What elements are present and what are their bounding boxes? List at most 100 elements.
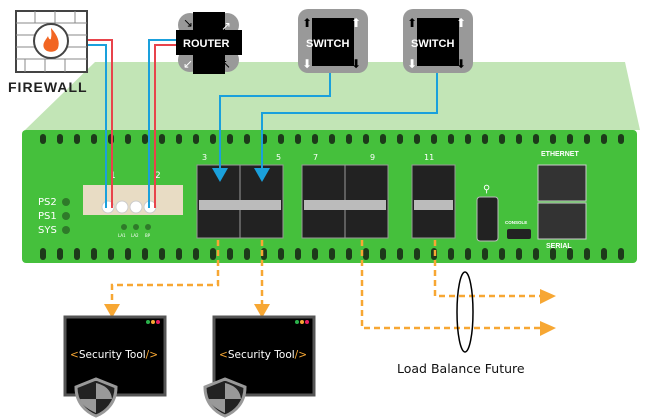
svg-text:↗: ↗: [221, 19, 231, 33]
vent-slot: [499, 248, 505, 260]
vent-slot: [57, 134, 63, 144]
port-number-11: 11: [424, 153, 434, 162]
vent-slot: [278, 134, 284, 144]
svg-text:⬇: ⬇: [407, 57, 417, 71]
monitor-arrows: [104, 289, 556, 336]
port-number-2: 2: [155, 171, 161, 181]
vent-slot: [448, 248, 454, 260]
vent-slot: [516, 248, 522, 260]
vent-slot: [618, 134, 624, 144]
led-label-la1: LA1: [118, 233, 126, 238]
vent-slot: [601, 248, 607, 260]
vent-slot: [346, 134, 352, 144]
vent-slot: [57, 248, 63, 260]
vent-slot: [431, 134, 437, 144]
security-tool-1-label: Security Tool: [79, 349, 146, 361]
router-icon: ↘↗ ↙↖ ROUTER: [176, 12, 242, 74]
vent-slot: [448, 134, 454, 144]
usb-icon: ⚲: [483, 184, 490, 195]
svg-text:<Security Tool/>: <Security Tool/>: [219, 349, 307, 361]
firewall-label: FIREWALL: [8, 79, 88, 95]
vent-slot: [329, 248, 335, 260]
vent-slot: [550, 134, 556, 144]
vent-slot: [397, 134, 403, 144]
port-number-3: 3: [202, 153, 207, 162]
svg-text:↙: ↙: [183, 57, 193, 71]
vent-slot: [533, 134, 539, 144]
chassis-top: [25, 62, 640, 130]
vent-slot: [516, 134, 522, 144]
vent-slot: [312, 134, 318, 144]
vent-slot: [312, 248, 318, 260]
security-tool-2: <Security Tool/>: [203, 315, 316, 418]
status-leds: PS2 PS1 SYS: [38, 197, 70, 236]
vent-slot: [176, 134, 182, 144]
vent-slot: [601, 134, 607, 144]
serial-port: [537, 202, 587, 240]
vent-slot: [159, 248, 165, 260]
led-label-sys: SYS: [38, 225, 57, 236]
ethernet-label: ETHERNET: [541, 151, 579, 158]
vent-slot: [584, 248, 590, 260]
switch-1-label: SWITCH: [306, 38, 349, 50]
port-number-7: 7: [313, 153, 318, 162]
vent-slot: [142, 134, 148, 144]
svg-text:<Security Tool/>: <Security Tool/>: [70, 349, 158, 361]
vent-slot: [295, 248, 301, 260]
svg-text:⬆: ⬆: [351, 16, 361, 30]
svg-text:⬇: ⬇: [351, 57, 361, 71]
vent-slot: [567, 248, 573, 260]
arrow-to-port-5: [254, 168, 270, 182]
security-tool-1: <Security Tool/>: [63, 315, 167, 418]
svg-text:⬆: ⬆: [407, 16, 417, 30]
led-label-ps2: PS2: [38, 197, 57, 208]
vent-slot: [465, 248, 471, 260]
vent-slot: [142, 248, 148, 260]
vent-slot: [397, 248, 403, 260]
vent-slot: [346, 248, 352, 260]
vent-slot: [210, 134, 216, 144]
svg-text:⬆: ⬆: [302, 16, 312, 30]
switch-2-icon: ⬆⬆ ⬇⬇ SWITCH: [403, 9, 473, 73]
vent-slot: [550, 248, 556, 260]
vent-slot: [91, 134, 97, 144]
vent-slot: [74, 134, 80, 144]
vent-slot: [193, 248, 199, 260]
vent-slot: [584, 134, 590, 144]
vent-slot: [278, 248, 284, 260]
copper-cables: [88, 39, 438, 208]
vent-slot: [176, 248, 182, 260]
vent-slot: [108, 248, 114, 260]
console-port: [507, 229, 531, 239]
load-balance-label: Load Balance Future: [397, 361, 525, 376]
port-number-9: 9: [370, 153, 375, 162]
led-sys: [62, 226, 70, 234]
ethernet-port: [537, 164, 587, 202]
vent-slot: [618, 248, 624, 260]
vent-slot: [465, 134, 471, 144]
vent-slot: [414, 248, 420, 260]
vent-slot: [244, 248, 250, 260]
vent-slot: [482, 134, 488, 144]
sfp-cages: [196, 164, 456, 239]
vent-slot: [414, 134, 420, 144]
vent-slot: [40, 134, 46, 144]
svg-text:↖: ↖: [221, 57, 231, 71]
switch-2-label: SWITCH: [411, 38, 454, 50]
chassis-vents: [40, 134, 624, 260]
vent-slot: [363, 134, 369, 144]
led-label-la2: LA2: [131, 233, 139, 238]
vent-slot: [227, 248, 233, 260]
vent-slot: [567, 134, 573, 144]
vent-slot: [244, 134, 250, 144]
led-ps2: [62, 198, 70, 206]
serial-label: SERIAL: [546, 243, 572, 250]
vent-slot: [363, 248, 369, 260]
vent-slot: [295, 134, 301, 144]
monitor-links: [110, 240, 540, 330]
vent-slot: [91, 248, 97, 260]
vent-slot: [329, 134, 335, 144]
usb-port: [476, 196, 499, 242]
svg-text:⬇: ⬇: [302, 57, 312, 71]
switch-1-icon: ⬆ ⬆ ⬇ ⬇ SWITCH: [298, 9, 368, 73]
